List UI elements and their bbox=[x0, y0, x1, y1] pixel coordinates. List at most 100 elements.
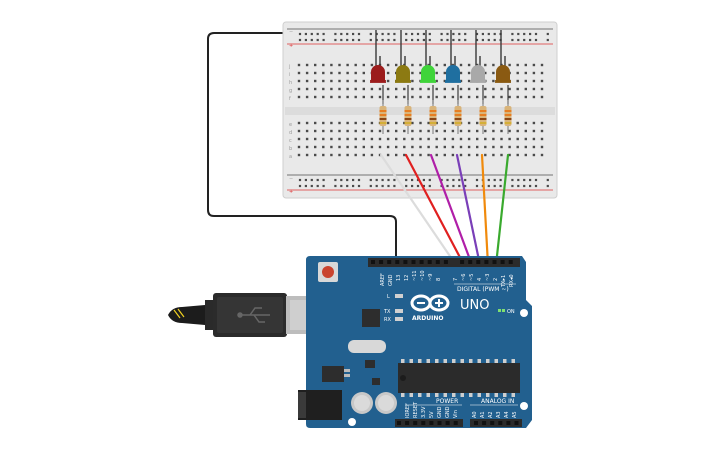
breadboard-hole[interactable] bbox=[524, 129, 527, 133]
rail-hole[interactable] bbox=[428, 38, 431, 42]
resistor[interactable] bbox=[504, 100, 512, 134]
rail-hole[interactable] bbox=[422, 178, 425, 182]
rail-hole[interactable] bbox=[428, 32, 431, 36]
rail-hole[interactable] bbox=[334, 178, 337, 182]
breadboard-hole[interactable] bbox=[297, 71, 301, 75]
rail-hole[interactable] bbox=[310, 38, 313, 42]
breadboard-hole[interactable] bbox=[484, 129, 487, 133]
breadboard-hole[interactable] bbox=[524, 87, 527, 91]
breadboard-hole[interactable] bbox=[354, 129, 357, 133]
breadboard-hole[interactable] bbox=[378, 137, 382, 141]
rail-hole[interactable] bbox=[546, 184, 549, 188]
breadboard-hole[interactable] bbox=[297, 79, 301, 83]
breadboard-hole[interactable] bbox=[314, 153, 317, 157]
breadboard-hole[interactable] bbox=[435, 137, 438, 141]
breadboard-hole[interactable] bbox=[297, 63, 301, 67]
breadboard-hole[interactable] bbox=[338, 95, 341, 99]
breadboard-hole[interactable] bbox=[395, 63, 398, 67]
breadboard-hole[interactable] bbox=[467, 129, 471, 133]
breadboard-hole[interactable] bbox=[443, 71, 446, 75]
breadboard-hole[interactable] bbox=[322, 71, 325, 75]
breadboard-hole[interactable] bbox=[540, 79, 544, 83]
breadboard-hole[interactable] bbox=[516, 63, 519, 67]
rail-hole[interactable] bbox=[534, 178, 538, 182]
rail-hole[interactable] bbox=[546, 38, 549, 42]
breadboard-hole[interactable] bbox=[459, 153, 463, 157]
breadboard-hole[interactable] bbox=[467, 79, 471, 83]
rail-hole[interactable] bbox=[499, 184, 502, 188]
rail-hole[interactable] bbox=[405, 38, 408, 42]
wire-pin-5[interactable] bbox=[429, 153, 474, 267]
breadboard-hole[interactable] bbox=[411, 153, 414, 157]
breadboard-hole[interactable] bbox=[386, 153, 390, 157]
rail-hole[interactable] bbox=[534, 184, 538, 188]
rail-hole[interactable] bbox=[357, 178, 361, 182]
breadboard-hole[interactable] bbox=[492, 137, 495, 141]
rail-hole[interactable] bbox=[346, 32, 349, 36]
breadboard-hole[interactable] bbox=[411, 121, 414, 125]
breadboard-hole[interactable] bbox=[492, 153, 495, 157]
header-hole[interactable] bbox=[500, 260, 505, 264]
rail-hole[interactable] bbox=[316, 38, 319, 42]
rail-hole[interactable] bbox=[493, 178, 496, 182]
led-blue[interactable] bbox=[445, 65, 461, 83]
breadboard-hole[interactable] bbox=[484, 153, 487, 157]
breadboard-hole[interactable] bbox=[435, 121, 438, 125]
rail-hole[interactable] bbox=[322, 32, 325, 36]
breadboard-hole[interactable] bbox=[500, 129, 503, 133]
breadboard-hole[interactable] bbox=[419, 63, 422, 67]
breadboard-hole[interactable] bbox=[427, 95, 430, 99]
rail-hole[interactable] bbox=[511, 32, 514, 36]
header-hole[interactable] bbox=[427, 260, 432, 264]
breadboard-hole[interactable] bbox=[427, 87, 430, 91]
rail-hole[interactable] bbox=[487, 32, 490, 36]
breadboard-hole[interactable] bbox=[403, 129, 406, 133]
breadboard-hole[interactable] bbox=[524, 145, 527, 149]
rail-hole[interactable] bbox=[387, 178, 390, 182]
rail-hole[interactable] bbox=[411, 32, 414, 36]
breadboard-hole[interactable] bbox=[297, 145, 301, 149]
breadboard-hole[interactable] bbox=[459, 87, 463, 91]
breadboard-hole[interactable] bbox=[386, 71, 390, 75]
breadboard-hole[interactable] bbox=[492, 63, 495, 67]
breadboard-hole[interactable] bbox=[305, 63, 309, 67]
breadboard-hole[interactable] bbox=[427, 153, 430, 157]
breadboard-hole[interactable] bbox=[532, 153, 536, 157]
breadboard-hole[interactable] bbox=[362, 129, 365, 133]
rail-hole[interactable] bbox=[375, 38, 378, 42]
header-hole[interactable] bbox=[445, 421, 450, 425]
rail-hole[interactable] bbox=[416, 32, 420, 36]
breadboard-hole[interactable] bbox=[386, 79, 390, 83]
breadboard-hole[interactable] bbox=[419, 153, 422, 157]
rail-hole[interactable] bbox=[369, 38, 372, 42]
breadboard-hole[interactable] bbox=[476, 63, 479, 67]
breadboard-hole[interactable] bbox=[500, 87, 503, 91]
breadboard-hole[interactable] bbox=[370, 137, 374, 141]
rail-hole[interactable] bbox=[475, 178, 479, 182]
breadboard-hole[interactable] bbox=[411, 145, 414, 149]
header-hole[interactable] bbox=[474, 421, 478, 425]
breadboard-hole[interactable] bbox=[467, 153, 471, 157]
breadboard-hole[interactable] bbox=[314, 129, 317, 133]
breadboard-hole[interactable] bbox=[443, 153, 446, 157]
wire-pin-7[interactable] bbox=[379, 153, 458, 267]
breadboard-hole[interactable] bbox=[508, 145, 511, 149]
rail-hole[interactable] bbox=[346, 178, 349, 182]
rail-hole[interactable] bbox=[422, 32, 425, 36]
breadboard-hole[interactable] bbox=[540, 87, 544, 91]
breadboard-hole[interactable] bbox=[467, 95, 471, 99]
header-hole[interactable] bbox=[506, 421, 511, 425]
header-hole[interactable] bbox=[419, 260, 424, 264]
breadboard-hole[interactable] bbox=[540, 145, 544, 149]
rail-hole[interactable] bbox=[529, 32, 532, 36]
breadboard-hole[interactable] bbox=[322, 63, 325, 67]
breadboard-hole[interactable] bbox=[346, 121, 349, 125]
breadboard-hole[interactable] bbox=[330, 95, 333, 99]
rail-hole[interactable] bbox=[440, 38, 443, 42]
breadboard-hole[interactable] bbox=[386, 63, 390, 67]
header-hole[interactable] bbox=[437, 421, 442, 425]
rail-hole[interactable] bbox=[523, 184, 526, 188]
resistor[interactable] bbox=[429, 100, 437, 134]
header-hole[interactable] bbox=[490, 421, 495, 425]
breadboard-hole[interactable] bbox=[330, 145, 333, 149]
